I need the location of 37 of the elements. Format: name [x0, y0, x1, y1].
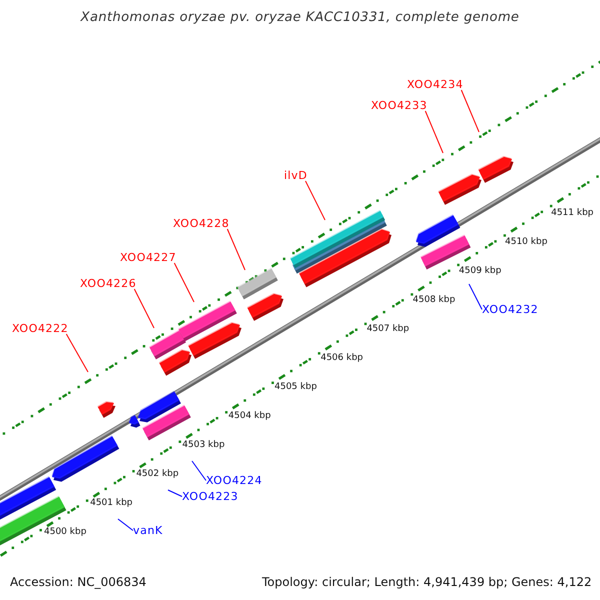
scale-label: 4505 kbp — [274, 383, 317, 392]
gene-label: ilvD — [284, 170, 308, 181]
scale-label: 4506 kbp — [320, 354, 363, 363]
gene-label: XOO4233 — [371, 100, 428, 111]
footer-text: Topology: circular; Length: 4,941,439 bp; Genes: 4,122 — [262, 576, 592, 588]
scale-label: 4510 kbp — [505, 238, 548, 247]
scale-label: 4501 kbp — [90, 499, 132, 508]
scale-label: 4503 kbp — [182, 441, 225, 450]
scale-label: 4504 kbp — [228, 412, 271, 421]
leader-line — [174, 262, 194, 302]
gene-label: XOO4226 — [80, 278, 136, 289]
gene-label: XOO4228 — [173, 218, 230, 229]
leader-line — [468, 284, 482, 310]
leader-line — [226, 228, 246, 270]
gene-label: XOO4223 — [182, 491, 238, 502]
gene-label: XOO4222 — [12, 323, 68, 334]
leader-line — [192, 460, 206, 481]
leader-line — [134, 288, 154, 328]
leader-line — [460, 90, 480, 132]
gene-label: XOO4227 — [120, 252, 176, 263]
scale-label: 4508 kbp — [412, 296, 456, 305]
gene-label: vanK — [133, 525, 163, 536]
scale-label: 4507 kbp — [366, 325, 410, 334]
scale-label: 4509 kbp — [458, 267, 502, 276]
scale-label: 4500 kbp — [44, 528, 86, 537]
leader-line — [66, 334, 88, 372]
leader-line — [168, 490, 182, 497]
scale-label: 4502 kbp — [136, 470, 179, 479]
gene-label: XOO4234 — [407, 79, 464, 90]
footer-text: Accession: NC_006834 — [10, 576, 146, 588]
gene-label: XOO4224 — [206, 475, 262, 486]
leader-line — [118, 518, 134, 531]
title: Xanthomonas oryzae pv. oryzae KACC10331, complete genome — [79, 11, 520, 24]
scale-label: 4511 kbp — [551, 209, 594, 218]
leader-line — [424, 110, 444, 154]
leader-line — [305, 180, 326, 220]
gene-label: XOO4232 — [482, 304, 538, 315]
